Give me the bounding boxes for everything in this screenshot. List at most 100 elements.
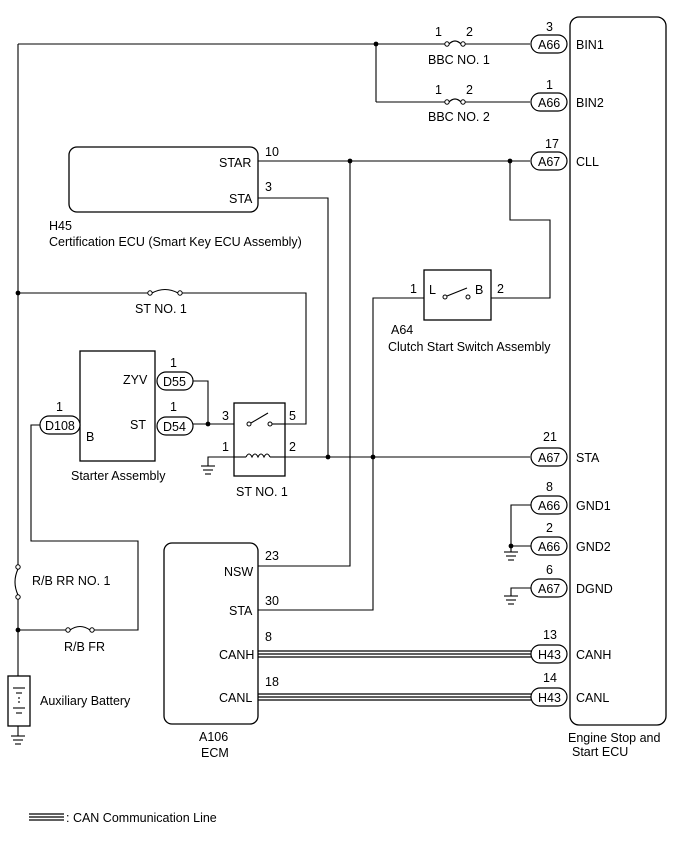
can-high-line — [258, 650, 531, 658]
certification-ecu-box — [68, 146, 259, 213]
st-fuse-label: ST NO. 1 — [135, 302, 187, 316]
ecm-nsw-number: 23 — [265, 549, 279, 563]
engine-stop-ecu-name-1: Engine Stop and — [568, 731, 660, 745]
bbc1-pin1-number: 1 — [435, 25, 442, 39]
svg-text:D108: D108 — [45, 419, 75, 433]
relay-pin1: 1 — [222, 440, 229, 454]
connector-d55: D55 1 — [156, 356, 194, 391]
rbfr-label: R/B FR — [64, 640, 105, 654]
bbc2-label: BBC NO. 2 — [428, 110, 490, 124]
svg-text:21: 21 — [543, 430, 557, 444]
svg-text:1: 1 — [56, 400, 63, 414]
cert-ecu-star-pin: STAR — [219, 156, 251, 170]
fuse-st-no1 — [147, 288, 183, 296]
svg-text:D54: D54 — [163, 420, 186, 434]
can-low-line — [258, 693, 531, 701]
svg-text:BIN2: BIN2 — [576, 96, 604, 110]
connector-d54: D54 1 — [156, 400, 194, 436]
fuse-rb-rr-no1 — [14, 564, 21, 600]
ecu-pin-sta: A67 21 STA — [530, 430, 600, 467]
nsw-wire — [258, 161, 351, 567]
fuse-bbc-no1 — [444, 40, 466, 47]
ecu-pin-bin1: A66 3 BIN1 — [530, 20, 604, 54]
starter-b-wire — [30, 424, 139, 631]
starter-name: Starter Assembly — [71, 469, 166, 483]
relay-pin3: 3 — [222, 409, 229, 423]
clutch-name: Clutch Start Switch Assembly — [388, 340, 551, 354]
relay-pin2: 2 — [289, 440, 296, 454]
st-relay-contact — [250, 412, 269, 424]
ecm-canl-number: 18 — [265, 675, 279, 689]
svg-text:6: 6 — [546, 563, 553, 577]
bbc1-pin2-number: 2 — [466, 25, 473, 39]
ecm-sta-pin: STA — [229, 604, 253, 618]
svg-text:CANL: CANL — [576, 691, 609, 705]
engine-stop-start-ecu-box — [569, 16, 667, 726]
starter-zyv-pin: ZYV — [123, 373, 148, 387]
st-relay-coil — [245, 453, 271, 459]
svg-text:DGND: DGND — [576, 582, 613, 596]
svg-text:17: 17 — [545, 137, 559, 151]
bbc2-pin2-number: 2 — [466, 83, 473, 97]
rbrr1-label: R/B RR NO. 1 — [32, 574, 111, 588]
starter-b-pin: B — [86, 430, 94, 444]
svg-text:14: 14 — [543, 671, 557, 685]
battery-label: Auxiliary Battery — [40, 694, 131, 708]
svg-text:A67: A67 — [538, 582, 560, 596]
clutch-pin-l: L — [429, 283, 436, 297]
ecm-box — [163, 542, 259, 725]
svg-text:A67: A67 — [538, 155, 560, 169]
ecu-pin-dgnd: A67 6 DGND — [530, 563, 613, 598]
st-relay-box — [233, 402, 286, 477]
cll-clutch-wire — [491, 161, 551, 299]
legend-can-symbol — [29, 813, 64, 821]
svg-text:BIN1: BIN1 — [576, 38, 604, 52]
clutch-pin-b: B — [475, 283, 483, 297]
svg-text:1: 1 — [170, 356, 177, 370]
svg-text:2: 2 — [546, 521, 553, 535]
connector-d108: D108 1 — [39, 400, 81, 435]
starter-assembly-box — [79, 350, 156, 462]
clutch-switch-contact — [446, 287, 468, 297]
svg-text:A66: A66 — [538, 540, 560, 554]
svg-text:A66: A66 — [538, 96, 560, 110]
ecm-sta-number: 30 — [265, 594, 279, 608]
ecm-canh-number: 8 — [265, 630, 272, 644]
clutch-switch-box — [423, 269, 492, 321]
svg-text:1: 1 — [170, 400, 177, 414]
ecm-name: ECM — [201, 746, 229, 760]
svg-text:3: 3 — [546, 20, 553, 34]
gnd-ground-symbol — [504, 551, 518, 561]
svg-text:D55: D55 — [163, 375, 186, 389]
ecu-pin-bin2: A66 1 BIN2 — [530, 78, 604, 112]
svg-text:13: 13 — [543, 628, 557, 642]
ecu-pin-canl: H43 14 CANL — [530, 671, 609, 707]
svg-text:A66: A66 — [538, 499, 560, 513]
ecm-nsw-pin: NSW — [224, 565, 253, 579]
dgnd-ground-symbol — [504, 595, 518, 605]
cert-ecu-code: H45 — [49, 219, 72, 233]
ecu-pin-gnd2: A66 2 GND2 — [530, 521, 611, 556]
svg-text:A67: A67 — [538, 451, 560, 465]
ecu-pin-cll: A67 17 CLL — [530, 137, 599, 171]
battery-ground-symbol — [11, 735, 25, 745]
fuse-bbc-no2 — [444, 98, 466, 105]
svg-text:STA: STA — [576, 451, 600, 465]
cert-ecu-sta-number: 3 — [265, 180, 272, 194]
legend-can-label: : CAN Communication Line — [66, 811, 217, 825]
svg-text:CANH: CANH — [576, 648, 611, 662]
clutch-code: A64 — [391, 323, 413, 337]
cert-sta-wire — [258, 197, 329, 458]
ecm-canh-pin: CANH — [219, 648, 254, 662]
cert-ecu-sta-pin: STA — [229, 192, 253, 206]
relay-name: ST NO. 1 — [236, 485, 288, 499]
clutch-ecm-sta-wire — [258, 297, 424, 611]
starter-st-pin: ST — [130, 418, 146, 432]
ecu-pin-gnd1: A66 8 GND1 — [530, 480, 611, 515]
clutch-num-l: 1 — [410, 282, 417, 296]
fuse-rb-fr — [65, 625, 95, 633]
ecm-canl-pin: CANL — [219, 691, 252, 705]
ecu-pin-canh: H43 13 CANH — [530, 628, 611, 664]
bbc1-label: BBC NO. 1 — [428, 53, 490, 67]
